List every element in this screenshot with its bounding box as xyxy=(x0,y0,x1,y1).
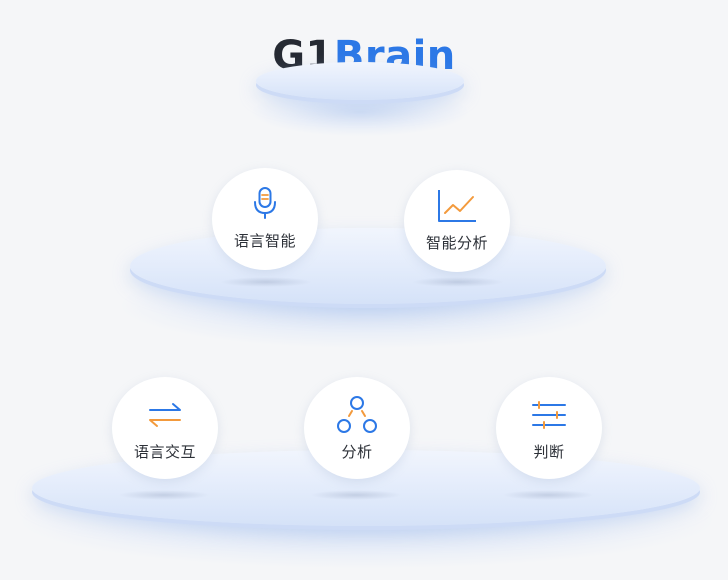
card-language-intelligence[interactable]: 语言智能 xyxy=(212,168,318,270)
card-shadow xyxy=(118,490,210,500)
card-intelligent-analysis[interactable]: 智能分析 xyxy=(404,170,510,272)
microphone-icon xyxy=(254,187,276,219)
line-chart-icon xyxy=(438,190,476,222)
card-label: 语言智能 xyxy=(233,232,296,250)
card-shadow xyxy=(220,277,312,287)
node-graph-icon xyxy=(337,396,377,433)
card-label: 判断 xyxy=(533,443,565,461)
sliders-icon xyxy=(532,401,566,429)
card-language-interaction[interactable]: 语言交互 xyxy=(112,377,218,479)
card-label: 语言交互 xyxy=(133,443,196,461)
card-judgment[interactable]: 判断 xyxy=(496,377,602,479)
card-shadow xyxy=(412,277,504,287)
top-platform xyxy=(256,62,464,100)
middle-platform xyxy=(130,228,606,304)
card-shadow xyxy=(310,490,402,500)
card-analysis[interactable]: 分析 xyxy=(304,377,410,479)
card-label: 分析 xyxy=(341,443,373,461)
card-shadow xyxy=(502,490,594,500)
swap-arrows-icon xyxy=(149,403,181,427)
card-label: 智能分析 xyxy=(425,234,488,252)
